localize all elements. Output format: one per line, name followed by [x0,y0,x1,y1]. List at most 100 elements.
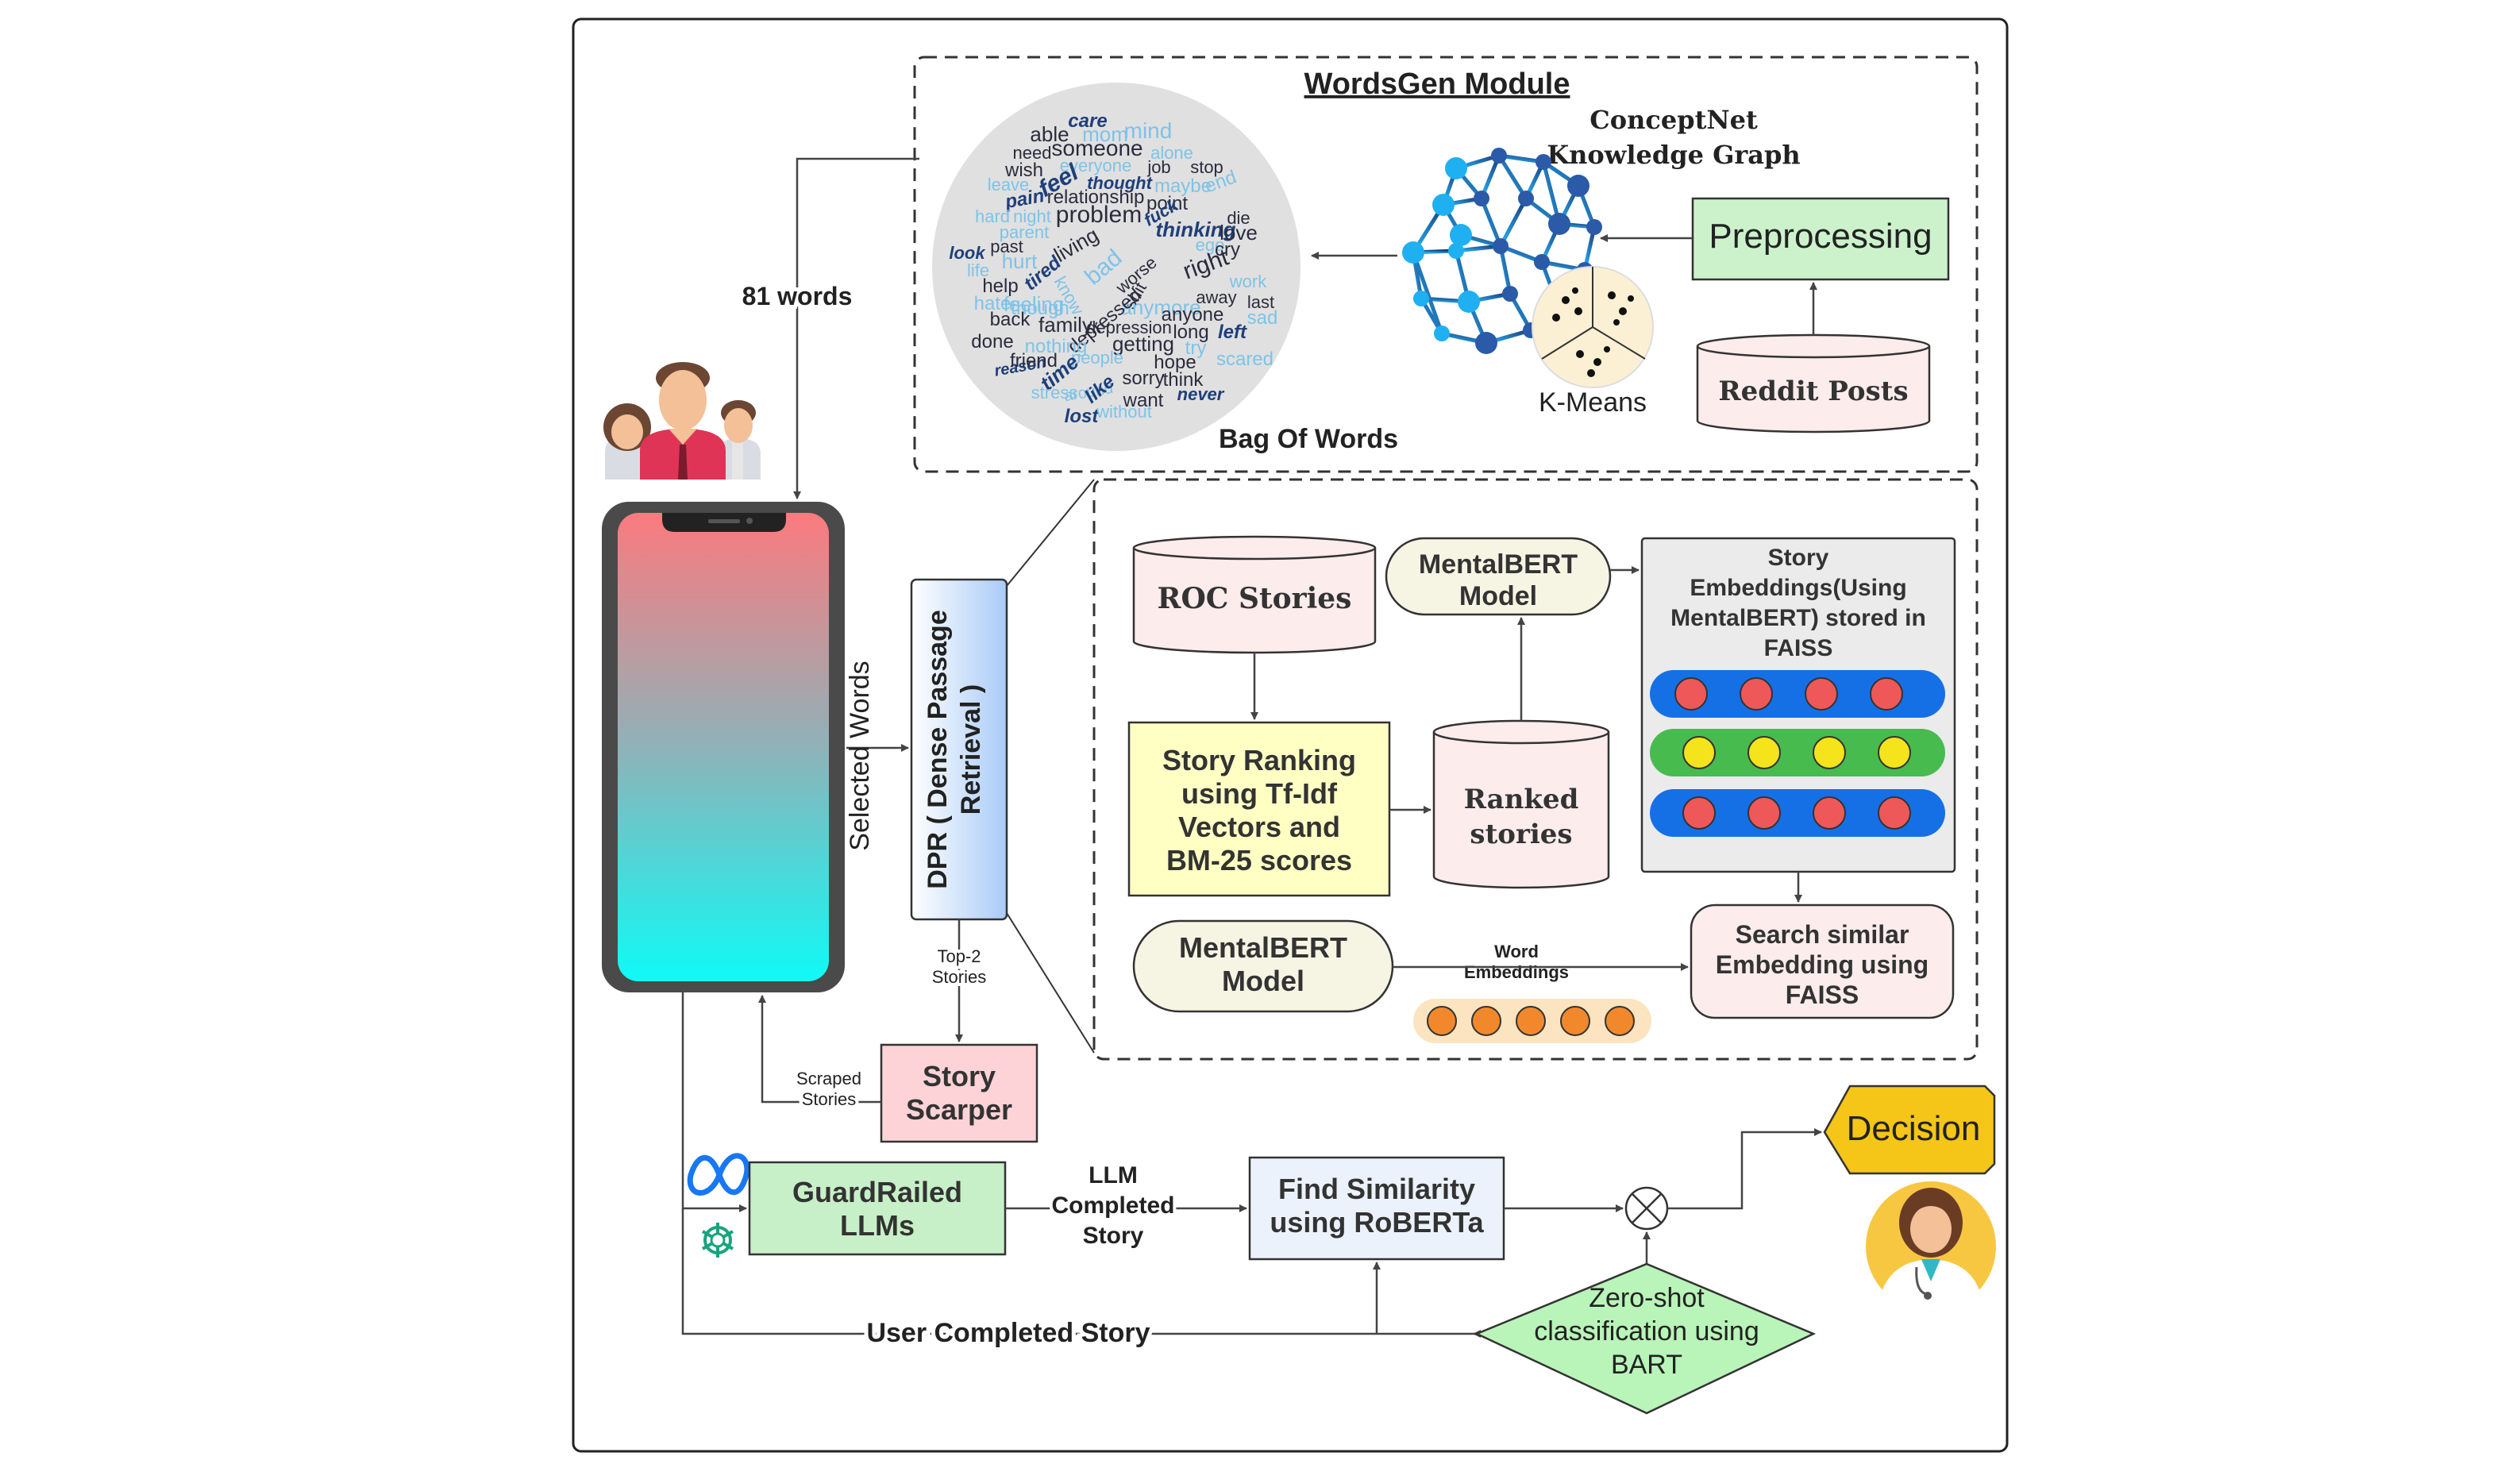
label-llm-line3: Story [1083,1223,1144,1249]
mobile-phone[interactable] [602,502,845,992]
dpr-label-line2: Retrieval ) [956,684,986,815]
graph-node [1567,175,1589,197]
word-cloud-word: love [1220,221,1258,245]
label-81-words: 81 words [742,282,853,310]
decision-box[interactable] [1823,1085,1996,1175]
word-cloud-word: thought [1087,173,1154,193]
label-llm-line1: LLM [1089,1162,1138,1189]
graph-edge [1479,198,1503,247]
word-cloud-word: last [1247,292,1274,312]
word-cloud-word: look [949,243,986,263]
word-cloud-word: scared [1216,349,1273,370]
roc-stories-database[interactable] [1132,535,1377,654]
zoom-line-bottom [1006,912,1095,1054]
word-cloud-word: everyone [1060,156,1132,175]
story-emb-line3: MentalBERT) stored in [1670,605,1926,631]
word-cloud-word: getting [1112,332,1174,356]
word-cloud-word: stop [1190,157,1223,177]
mentalbert-top-box[interactable] [1385,537,1612,616]
word-embeddings-line1: Word [1494,942,1539,961]
conceptnet-label-line1: ConceptNet [1589,105,1758,135]
graph-node [1534,254,1550,270]
word-cloud-word: never [1177,384,1225,404]
users-icon [603,362,761,480]
word-cloud-word: depression [1086,318,1172,337]
reddit-posts-database[interactable] [1696,333,1931,433]
word-cloud-circle [932,83,1300,451]
graph-node [1502,286,1518,302]
word-cloud-word: family [1038,313,1092,337]
word-embeddings-line2: Embeddings [1464,962,1569,982]
zoom-line-top [1006,479,1095,587]
combine-operator-icon [1624,1186,1669,1231]
search-similar-box[interactable] [1690,903,1955,1019]
word-cloud-word: anymore [1120,295,1200,319]
word-cloud-word: need [1013,143,1052,163]
word-cloud-word: maybe [1154,175,1212,197]
graph-node [1450,224,1472,246]
word-cloud-word: long [1173,322,1208,343]
story-ranking-line2: using Tf-Idf [1181,777,1338,810]
story-emb-line1: Story [1768,545,1829,571]
doctor-avatar [1866,1181,1996,1312]
word-cloud-word: sad [1247,307,1278,329]
find-similarity-box[interactable] [1248,1156,1505,1261]
story-scraper-box[interactable] [880,1043,1038,1143]
guardrailed-line2: LLMs [840,1209,915,1242]
label-llm-line2: Completed [1051,1192,1174,1219]
word-cloud-word: ego [1196,235,1225,255]
word-cloud-word: mind [1124,118,1173,143]
graph-edge [1498,245,1512,295]
word-cloud-word: life [967,260,989,280]
label-top2-line2: Stories [932,967,986,987]
word-cloud-word: mom [1082,122,1128,146]
word-cloud-word: wish [1004,160,1043,181]
graph-node [1493,238,1509,254]
story-emb-line2: Embeddings(Using [1690,575,1906,601]
word-cloud-word: stress [1031,383,1078,403]
word-cloud-word: hard [975,206,1010,226]
word-cloud-word: want [1123,390,1164,411]
story-scraper-line1: Story [923,1060,996,1092]
word-cloud-word: care [1068,110,1107,132]
graph-node [1445,157,1467,179]
word-cloud-word: feeling [1004,292,1065,316]
wordsgen-module-box [913,56,1979,473]
graph-node [1413,291,1429,306]
word-cloud-word: try [1185,337,1207,359]
word-cloud-word: thinking [1155,218,1235,241]
ranked-stories-database[interactable] [1432,719,1610,889]
word-cloud-word: alone [1150,143,1193,163]
zero-shot-classification[interactable] [1474,1262,1817,1415]
graph-edge [1498,197,1528,248]
zeroshot-line3: BART [1611,1350,1682,1380]
word-cloud-word: job [1146,157,1170,177]
word-cloud-word: problem [1056,202,1142,228]
outer-frame [572,17,2009,1453]
label-top2-line1: Top-2 [937,946,981,966]
search-similar-line3: FAISS [1786,980,1859,1009]
conceptnet-label-line2: Knowledge Graph [1547,140,1800,170]
guardrailed-llms-box[interactable] [748,1161,1007,1256]
graph-node [1586,219,1602,235]
find-similarity-line1: Find Similarity [1278,1173,1475,1205]
word-cloud-word: night [1013,206,1051,226]
graph-node [1475,332,1497,354]
word-cloud-word: without [1096,402,1152,422]
word-cloud-word: left [1218,322,1247,343]
story-ranking-box[interactable] [1127,721,1391,897]
word-cloud-word: hate [974,293,1011,314]
graph-node [1432,194,1455,216]
word-cloud-word: done [971,331,1013,353]
word-cloud-word: friend [1010,350,1058,372]
preprocessing-box[interactable] [1691,197,1950,281]
label-selected-words: Selected Words [845,661,875,850]
word-cloud-word: people [1071,348,1123,368]
mentalbert-top-line2: Model [1459,581,1537,611]
word-cloud-word: nothing [1025,336,1088,357]
zeroshot-line2: classification using [1534,1316,1759,1346]
search-similar-line2: Embedding using [1716,950,1929,979]
word-cloud-word: someone [1051,136,1142,160]
mentalbert-bottom-line2: Model [1222,965,1304,997]
